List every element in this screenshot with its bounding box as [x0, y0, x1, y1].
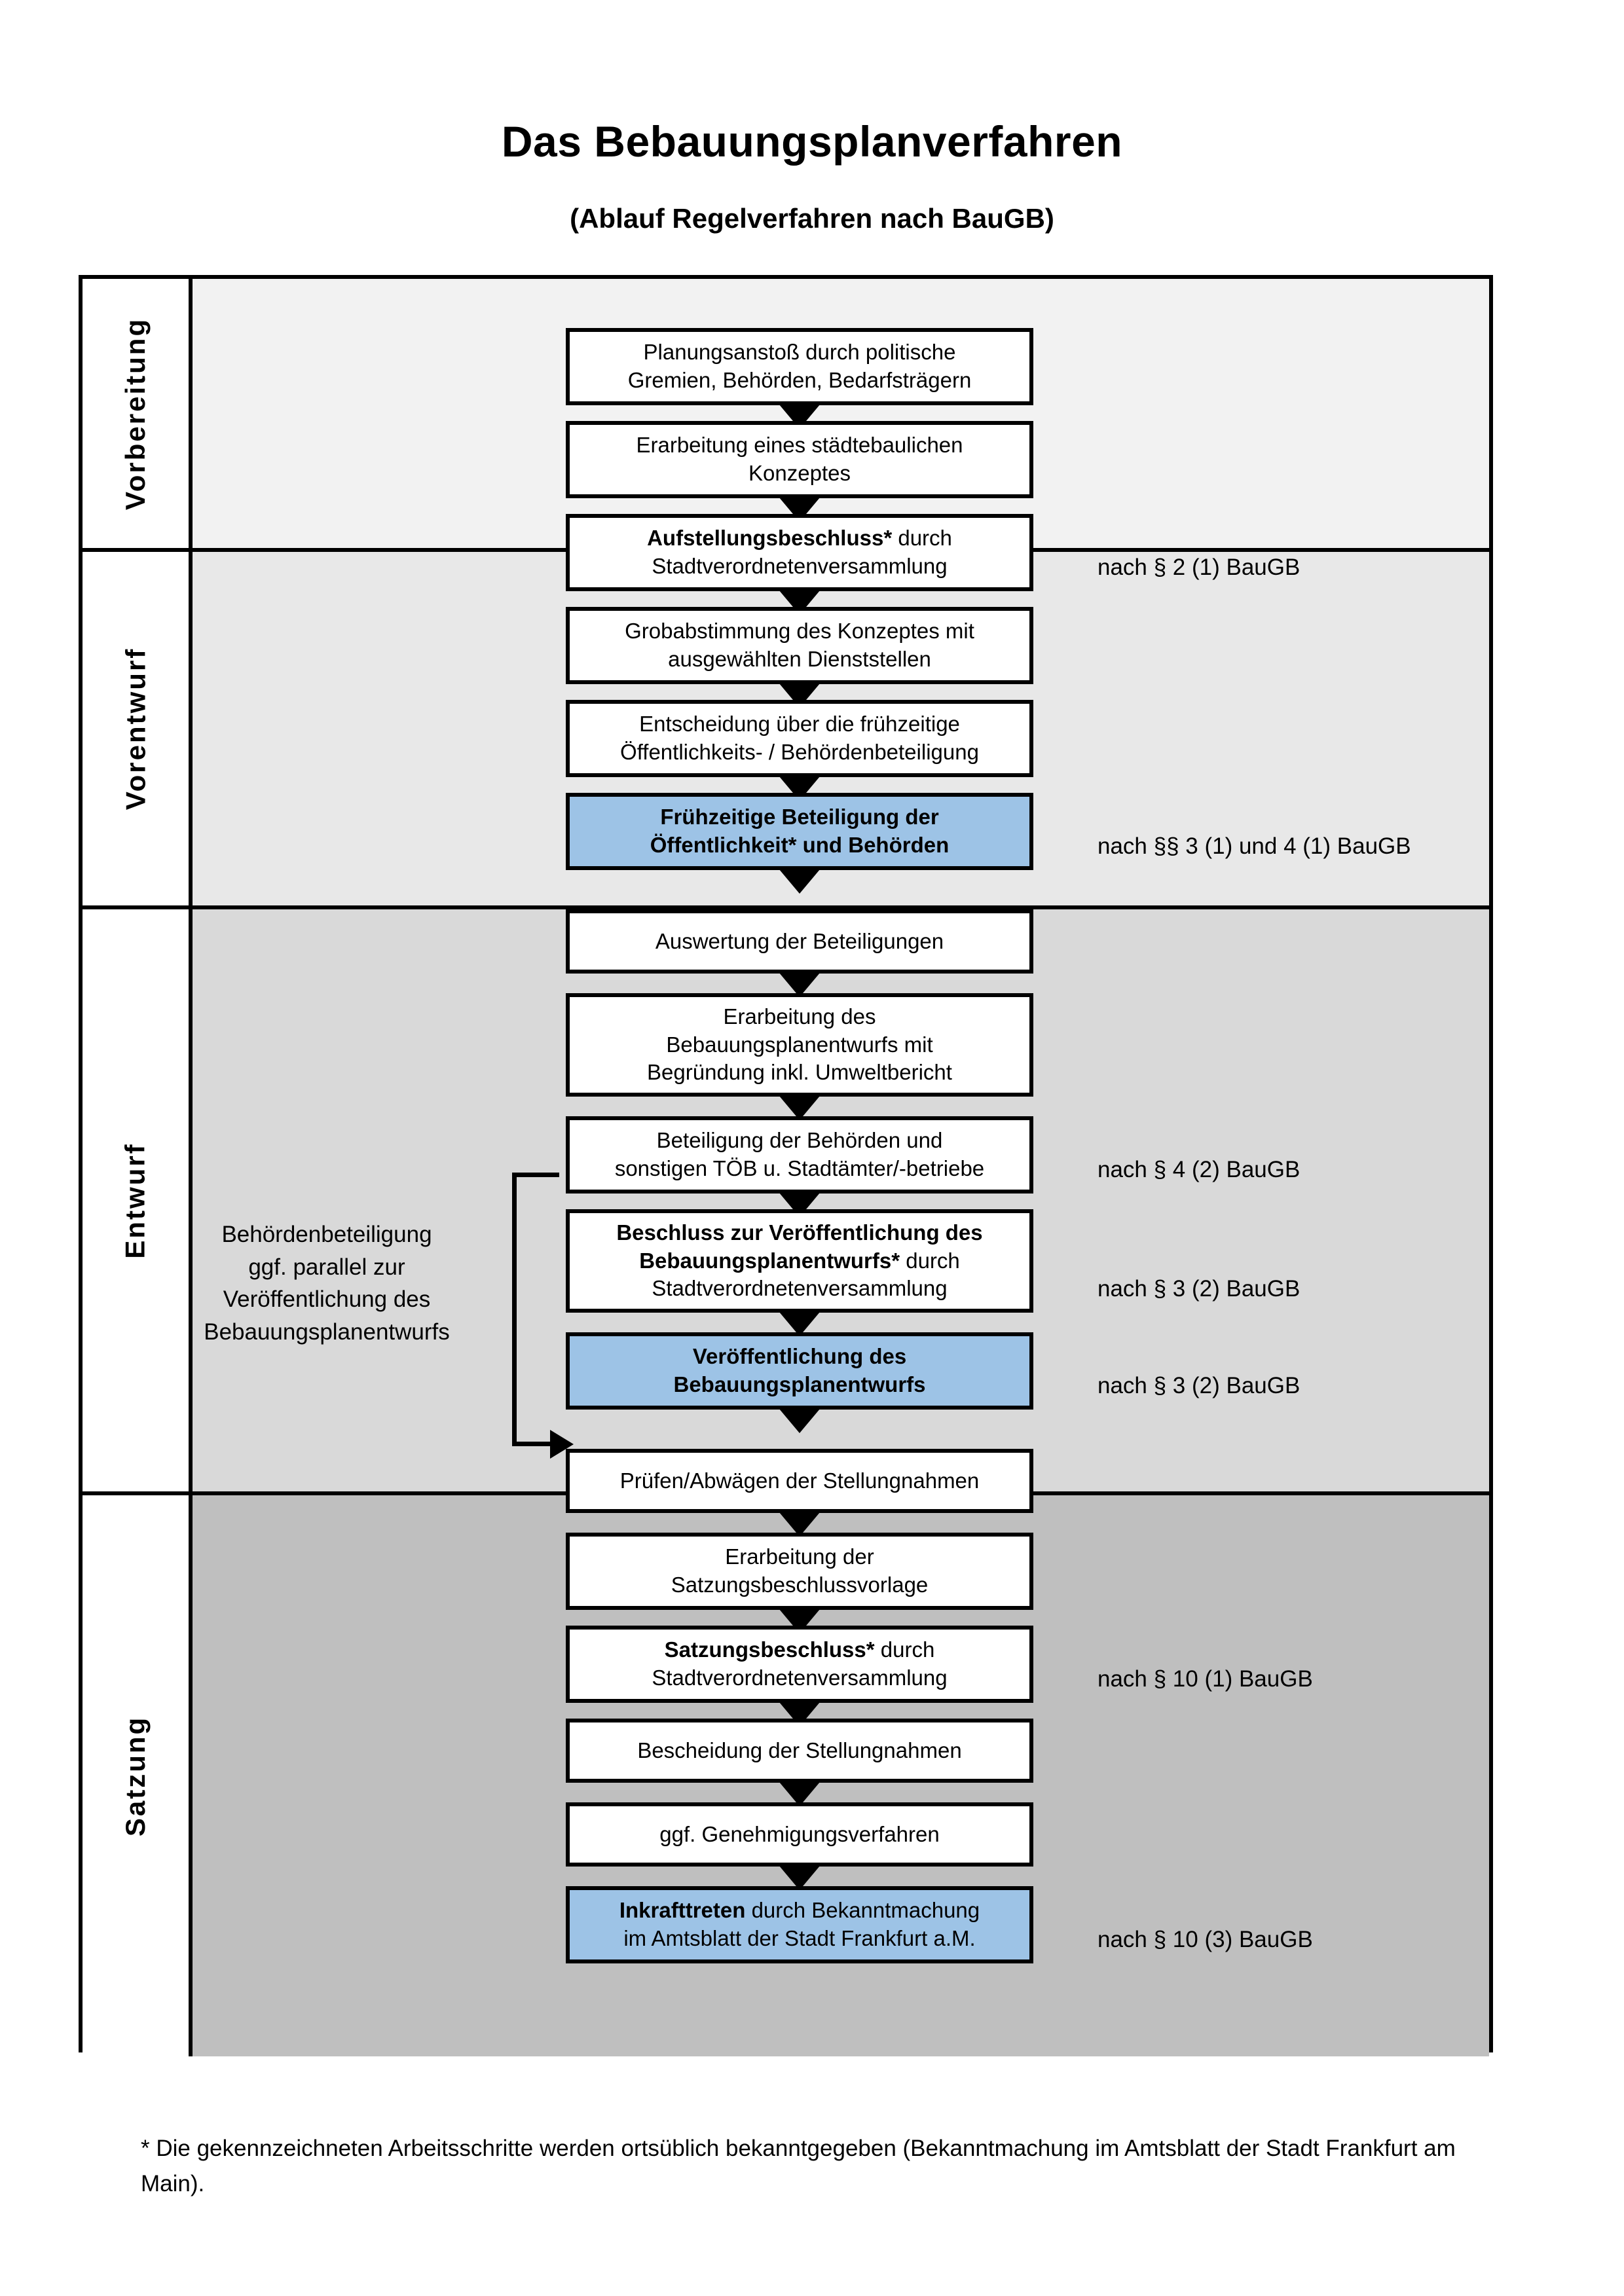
process-box-bescheidung-stellungnahmen: Bescheidung der Stellungnahmen — [566, 1719, 1033, 1783]
process-box-text: Grobabstimmung des Konzeptes mit ausgewäh… — [625, 617, 974, 674]
process-box-line: Beschluss zur Veröffentlichung des — [616, 1220, 983, 1245]
process-box-text: Inkrafttreten durch Bekanntmachung im Amt… — [619, 1897, 980, 1953]
process-box-line: Stadtverordnetenversammlung — [652, 1276, 948, 1301]
legal-annotation-ann-p10-1: nach § 10 (1) BauGB — [1098, 1666, 1313, 1692]
process-box-line: Prüfen/Abwägen der Stellungnahmen — [619, 1468, 980, 1493]
process-box-line: ausgewählten Dienststellen — [668, 647, 931, 671]
process-box-beteiligung-behoerden: Beteiligung der Behörden und sonstigen TÖ… — [566, 1116, 1033, 1194]
process-box-line: im Amtsblatt der Stadt Frankfurt a.M. — [623, 1926, 976, 1950]
process-box-line: Bescheidung der Stellungnahmen — [637, 1738, 962, 1762]
phase-band-vorbereitung: Vorbereitung — [83, 279, 1489, 552]
process-box-auswertung-beteiligungen: Auswertung der Beteiligungen — [566, 909, 1033, 974]
process-box-line: Frühzeitige Beteiligung der — [660, 805, 939, 829]
legal-annotation-ann-p3-4: nach §§ 3 (1) und 4 (1) BauGB — [1098, 833, 1411, 859]
process-box-line: Stadtverordnetenversammlung — [652, 1666, 948, 1690]
process-box-line: Satzungsbeschluss* durch — [664, 1637, 935, 1662]
process-box-line: Bebauungsplanentwurfs mit — [666, 1032, 933, 1057]
side-note-line: ggf. parallel zur — [248, 1254, 405, 1280]
process-box-line: Entscheidung über die frühzeitige — [639, 712, 960, 737]
side-note-line: Bebauungsplanentwurfs — [204, 1319, 450, 1345]
phase-label-cell-satzung: Satzung — [83, 1495, 193, 2056]
phase-label-vorbereitung: Vorbereitung — [120, 317, 151, 510]
legal-annotation-ann-p4-2: nach § 4 (2) BauGB — [1098, 1157, 1301, 1182]
process-box-line: Erarbeitung der — [725, 1544, 874, 1569]
process-box-line: Bebauungsplanentwurfs — [673, 1372, 926, 1396]
process-box-line: Konzeptes — [748, 461, 851, 485]
process-box-text: ggf. Genehmigungsverfahren — [659, 1821, 939, 1849]
process-box-line: Stadtverordnetenversammlung — [652, 554, 948, 578]
process-box-line: Bebauungsplanentwurfs* durch — [639, 1248, 960, 1273]
process-box-line: Veröffentlichung des — [692, 1344, 907, 1369]
process-box-pruefen-abwaegen: Prüfen/Abwägen der Stellungnahmen — [566, 1449, 1033, 1513]
process-box-text: Beteiligung der Behörden und sonstigen TÖ… — [615, 1127, 984, 1183]
phase-label-cell-vorentwurf: Vorentwurf — [83, 552, 193, 905]
connector-top-segment — [512, 1173, 559, 1177]
process-box-line: Begründung inkl. Umweltbericht — [647, 1060, 952, 1085]
process-box-line: Öffentlichkeit* und Behörden — [650, 833, 950, 857]
phase-label-cell-entwurf: Entwurf — [83, 909, 193, 1491]
process-box-genehmigungsverfahren: ggf. Genehmigungsverfahren — [566, 1802, 1033, 1867]
phase-label-satzung: Satzung — [120, 1715, 151, 1836]
process-box-line: Inkrafttreten durch Bekanntmachung — [619, 1898, 980, 1923]
legal-annotation-ann-p10-3: nach § 10 (3) BauGB — [1098, 1927, 1313, 1952]
legal-annotation-ann-p3-2b: nach § 3 (2) BauGB — [1098, 1373, 1301, 1398]
process-box-line: Planungsanstoß durch politische — [643, 340, 956, 365]
footnote-text: * Die gekennzeichneten Arbeitsschritte w… — [141, 2136, 1456, 2197]
phase-label-cell-vorbereitung: Vorbereitung — [83, 279, 193, 548]
process-box-line: Satzungsbeschlussvorlage — [671, 1573, 929, 1597]
process-box-line: Grobabstimmung des Konzeptes mit — [625, 619, 974, 644]
process-box-inkrafttreten: Inkrafttreten durch Bekanntmachung im Amt… — [566, 1886, 1033, 1963]
side-note-line: Veröffentlichung des — [223, 1286, 431, 1313]
legal-annotation-ann-p3-2a: nach § 3 (2) BauGB — [1098, 1276, 1301, 1302]
phase-band-background — [193, 279, 1489, 548]
process-box-line: Auswertung der Beteiligungen — [655, 928, 944, 953]
process-box-line: Gremien, Behörden, Bedarfsträgern — [627, 368, 972, 392]
process-box-line: Erarbeitung eines städtebaulichen — [636, 433, 963, 458]
phase-label-vorentwurf: Vorentwurf — [120, 647, 151, 811]
page-subtitle: (Ablauf Regelverfahren nach BauGB) — [570, 203, 1054, 234]
side-note-line: Behördenbeteiligung — [221, 1222, 432, 1247]
process-box-line: Öffentlichkeits- / Behördenbeteiligung — [620, 740, 979, 764]
process-box-line: Aufstellungsbeschluss* durch — [647, 526, 952, 551]
page-title: Das Bebauungsplanverfahren — [501, 117, 1123, 166]
process-box-line: ggf. Genehmigungsverfahren — [659, 1821, 940, 1846]
legal-annotation-ann-p2-1: nach § 2 (1) BauGB — [1098, 555, 1301, 580]
connector-vertical-segment — [512, 1173, 517, 1442]
process-box-text: Prüfen/Abwägen der Stellungnahmen — [620, 1467, 980, 1495]
process-box-grobabstimmung: Grobabstimmung des Konzeptes mit ausgewäh… — [566, 607, 1033, 684]
process-box-line: Erarbeitung des — [723, 1004, 876, 1029]
process-box-line: Beteiligung der Behörden und — [656, 1128, 943, 1153]
process-box-text: Auswertung der Beteiligungen — [655, 928, 944, 956]
process-box-line: sonstigen TÖB u. Stadtämter/-betriebe — [614, 1156, 985, 1180]
connector-bottom-segment — [512, 1442, 553, 1446]
process-box-text: Bescheidung der Stellungnahmen — [637, 1737, 961, 1765]
